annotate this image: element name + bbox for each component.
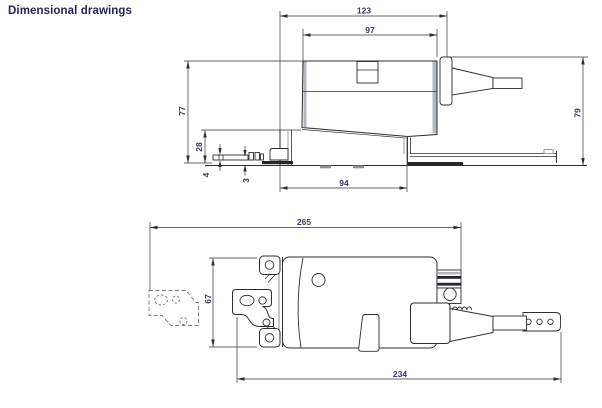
linkage-taper — [449, 307, 494, 343]
dim-width-body-67: 67 — [203, 258, 215, 347]
dim-label-234: 234 — [393, 369, 407, 379]
side-view-left-foot-bracket — [212, 148, 293, 165]
side-view-actuator-body — [301, 56, 523, 139]
dim-height-body-77: 77 — [177, 61, 190, 163]
top-view-drawing: 265 67 234 — [148, 217, 562, 383]
cable-cone — [451, 67, 494, 96]
dim-height-overall-79: 79 — [573, 57, 585, 166]
bracket-slot-hole — [239, 294, 255, 307]
side-view-right-rail — [408, 149, 557, 166]
dim-base-gap-3: 3 — [241, 146, 251, 183]
dim-label-97: 97 — [365, 25, 375, 35]
dim-foot-4: 4 — [201, 144, 222, 177]
dim-width-body-97: 97 — [303, 25, 437, 37]
dim-length-overall-265: 265 — [150, 217, 461, 230]
shaft-box — [436, 287, 462, 304]
dim-width-overall-123: 123 — [280, 6, 447, 18]
page-title: Dimensional drawings — [8, 5, 133, 17]
dim-label-123: 123 — [357, 6, 371, 16]
top-view-mounting-bracket — [232, 255, 283, 348]
cable-stub — [492, 77, 523, 89]
shaft-circle — [443, 287, 457, 301]
side-view-drawing: 123 97 77 28 — [177, 6, 588, 192]
body-outline — [301, 60, 438, 138]
dim-height-bracket-28: 28 — [194, 130, 207, 163]
dim-label-94: 94 — [339, 178, 349, 188]
dim-width-base-94: 94 — [280, 178, 407, 190]
dim-label-28: 28 — [194, 142, 204, 152]
cable-gland-cap — [439, 56, 453, 106]
dim-label-77: 77 — [177, 106, 187, 116]
body-button — [356, 61, 379, 84]
top-view-output-side — [410, 269, 561, 344]
dim-label-3: 3 — [241, 178, 251, 183]
dim-label-79: 79 — [573, 108, 583, 118]
body-hole — [311, 273, 326, 287]
top-view-extension-lines — [149, 222, 562, 383]
body-keel-tab — [358, 314, 380, 352]
dim-label-265: 265 — [297, 217, 311, 227]
dim-label-67: 67 — [203, 294, 213, 304]
clamp-block — [410, 302, 451, 344]
linkage-rod — [492, 315, 527, 331]
dim-length-extended-234: 234 — [237, 369, 561, 381]
dim-label-4: 4 — [201, 172, 211, 177]
spring-squiggle — [452, 306, 473, 311]
top-view-actuator-body — [282, 256, 438, 352]
top-view-dashed-bracket — [148, 290, 199, 326]
